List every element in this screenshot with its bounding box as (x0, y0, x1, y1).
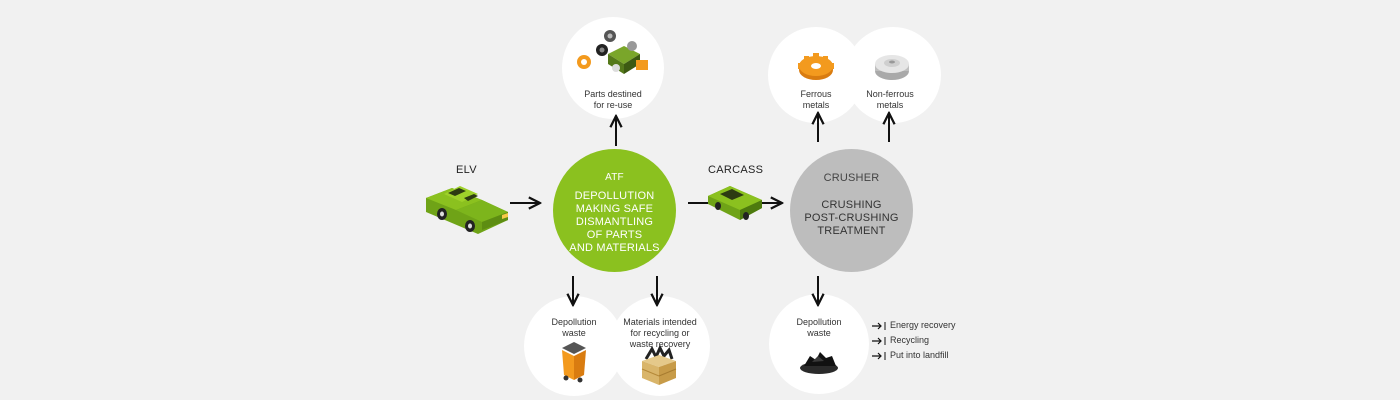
crusher-circle (790, 149, 913, 272)
legend-landfill: Put into landfill (890, 350, 949, 360)
arrow-right-icon (872, 321, 886, 330)
reuse-parts-icon (577, 30, 648, 74)
depollution-waste-crusher-circle (769, 294, 869, 394)
atf-title: ATF (605, 172, 624, 183)
atf-circle (553, 149, 676, 272)
depollution-waste-crusher-label: Depollution waste (796, 317, 842, 338)
recycling-crate-icon (641, 344, 677, 385)
waste-bin-icon (562, 342, 586, 383)
green-car-icon (426, 186, 508, 234)
recycling-materials-label: Materials intended for recycling or wast… (623, 317, 697, 349)
legend-recycling: Recycling (890, 335, 930, 345)
non-ferrous-label: Non-ferrous metals (866, 89, 914, 110)
ferrous-label: Ferrous metals (800, 89, 832, 110)
reuse-label: Parts destined for re-use (584, 89, 642, 110)
legend-item: Energy recovery (872, 318, 956, 333)
car-carcass-icon (708, 186, 762, 220)
recovery-legend: Energy recovery Recycling Put into landf… (872, 318, 956, 363)
arrow-right-icon (872, 336, 886, 345)
residue-pile-icon (800, 352, 838, 374)
depollution-waste-atf-label: Depollution waste (551, 317, 597, 338)
legend-item: Recycling (872, 333, 956, 348)
arrow-right-icon (872, 351, 886, 360)
legend-energy-recovery: Energy recovery (890, 320, 956, 330)
carcass-label: CARCASS (708, 164, 764, 176)
ferrous-gear-icon (798, 53, 834, 80)
crusher-title: CRUSHER (823, 172, 880, 184)
legend-item: Put into landfill (872, 348, 956, 363)
non-ferrous-disc-icon (875, 55, 909, 80)
elv-label: ELV (456, 164, 477, 176)
crusher-text: CRUSHING POST-CRUSHING TREATMENT (804, 199, 899, 237)
atf-text: DEPOLLUTION MAKING SAFE DISMANTLING OF P… (569, 190, 660, 254)
